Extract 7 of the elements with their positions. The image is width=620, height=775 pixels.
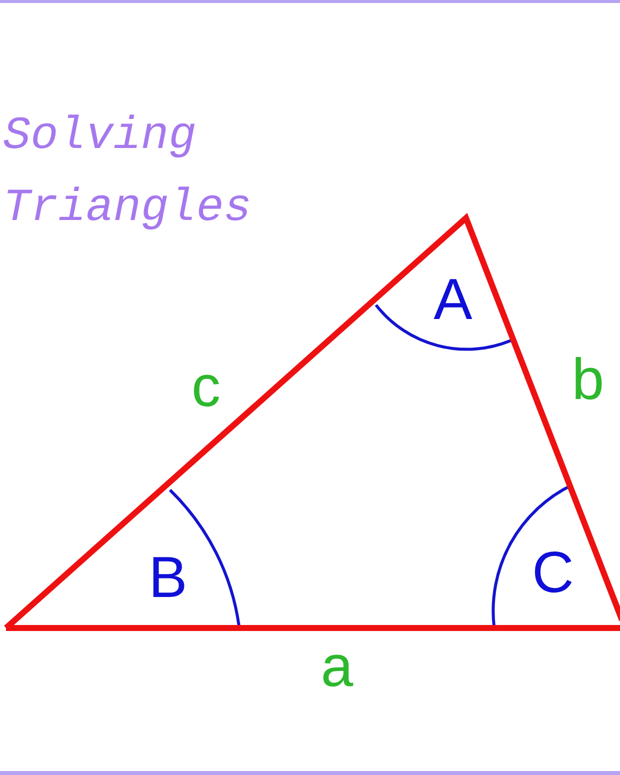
title: Solving Triangles xyxy=(3,109,252,236)
angle-label: C xyxy=(532,544,574,602)
side-label: a xyxy=(320,638,354,696)
angle-label: B xyxy=(148,549,188,607)
side-label: c xyxy=(192,358,220,416)
side-label: b xyxy=(572,351,604,409)
angle-label: A xyxy=(434,271,472,329)
